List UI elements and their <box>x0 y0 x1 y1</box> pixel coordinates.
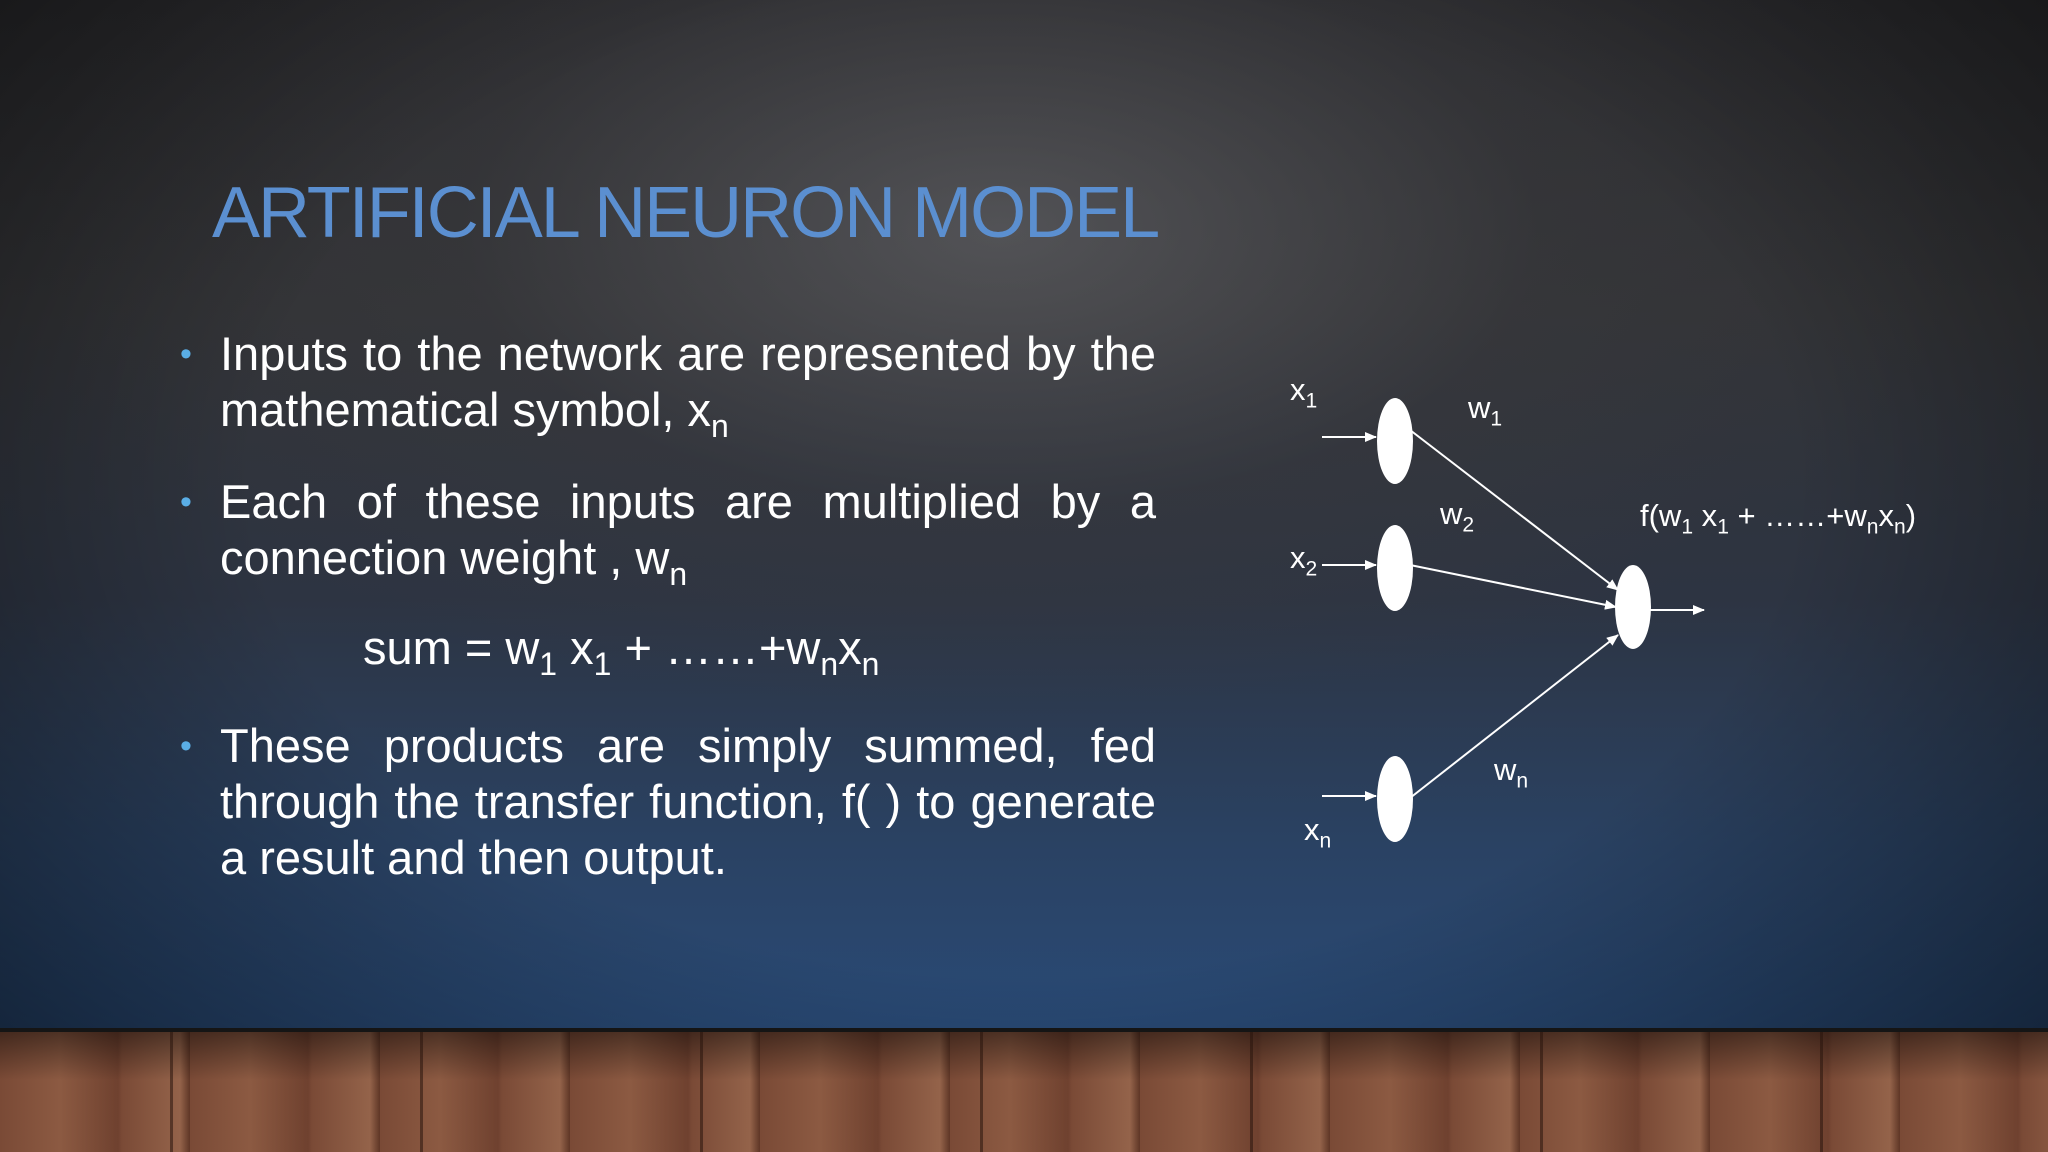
connection-w2 <box>1409 564 1617 610</box>
subscript: 1 <box>593 646 612 683</box>
bullet-line-text: connection weight , w <box>220 531 670 584</box>
subscript: n <box>1319 829 1332 853</box>
input-label-xn: xn <box>1304 812 1331 851</box>
bullet-text: Each of these inputs are multiplied by a… <box>220 474 1156 590</box>
bullet-line: Inputs to the network are represented by… <box>220 326 1156 382</box>
output-node <box>1615 565 1651 649</box>
formula-part: x <box>557 621 594 674</box>
subscript: 1 <box>539 646 558 683</box>
label-part: ) <box>1905 498 1917 533</box>
label-part: f(w <box>1640 498 1682 533</box>
bullet-text: Inputs to the network are represented by… <box>220 326 1156 442</box>
subscript: n <box>820 646 839 683</box>
subscript: n <box>1866 515 1879 539</box>
subscript: n <box>1516 769 1529 793</box>
subscript: 1 <box>1681 515 1694 539</box>
label-base: w <box>1494 752 1517 787</box>
formula-part: x <box>838 621 862 674</box>
label-part: x <box>1878 498 1894 533</box>
floor-plank-seam <box>420 1032 423 1152</box>
subscript: n <box>711 408 729 445</box>
output-function-label: f(w1 x1 + ……+wnxn) <box>1640 498 1917 537</box>
connection-wn <box>1409 634 1619 799</box>
label-base: x <box>1290 540 1306 575</box>
bullet-line: a result and then output. <box>220 830 1156 886</box>
floor-plank-seam <box>1540 1032 1543 1152</box>
label-part: + ……+w <box>1728 498 1867 533</box>
bullet-line-text: Inputs to the network are represented by… <box>220 327 1156 380</box>
bullet-line: through the transfer function, f( ) to g… <box>220 774 1156 830</box>
subscript: n <box>861 646 880 683</box>
input-node-n <box>1377 756 1413 842</box>
label-base: w <box>1440 496 1463 531</box>
subscript: n <box>669 556 688 593</box>
label-base: x <box>1304 812 1320 847</box>
stage-floor-edge <box>0 1028 2048 1032</box>
subscript: 2 <box>1462 513 1475 537</box>
floor-plank-seam <box>1820 1032 1823 1152</box>
input-node-2 <box>1377 525 1413 611</box>
floor-plank-seam <box>1250 1032 1253 1152</box>
floor-plank-seam <box>980 1032 983 1152</box>
bullet-line: These products are simply summed, fed <box>220 718 1156 774</box>
bullet-dot-icon: • <box>180 483 192 521</box>
formula-part: sum = w <box>363 621 540 674</box>
input-label-x2: x2 <box>1290 540 1317 579</box>
input-node-1 <box>1377 398 1413 484</box>
floor-plank-seam <box>170 1032 173 1152</box>
weight-label-w1: w1 <box>1468 390 1502 429</box>
wooden-floor <box>0 1032 2048 1152</box>
bullet-line-text: through the transfer function, f( ) to g… <box>220 775 1156 828</box>
connection-w1 <box>1409 429 1619 591</box>
bullet-line-text: These products are simply summed, fed <box>220 719 1156 772</box>
input-label-x1: x1 <box>1290 372 1317 411</box>
bullet-dot-icon: • <box>180 727 192 765</box>
bullet-line-text: mathematical symbol, x <box>220 383 712 436</box>
subscript: n <box>1893 515 1906 539</box>
label-base: x <box>1290 372 1306 407</box>
bullet-line: Each of these inputs are multiplied by a <box>220 474 1156 530</box>
weight-label-wn: wn <box>1494 752 1528 791</box>
subscript: 2 <box>1305 557 1318 581</box>
bullet-line: mathematical symbol, xn <box>220 382 1156 442</box>
neuron-diagram-svg <box>1322 398 1705 842</box>
label-base: w <box>1468 390 1491 425</box>
bullet-line-text: Each of these inputs are multiplied by a <box>220 475 1156 528</box>
neuron-diagram: x1 x2 xn w1 w2 wn f(w1 x1 + ……+wnxn) <box>1260 360 1960 880</box>
subscript: 1 <box>1305 389 1318 413</box>
bullet-dot-icon: • <box>180 335 192 373</box>
formula-part: + ……+w <box>611 621 821 674</box>
floor-plank-seam <box>700 1032 703 1152</box>
slide-title: Artificial Neuron Model <box>212 173 1160 253</box>
subscript: 1 <box>1490 407 1503 431</box>
subscript: 1 <box>1717 515 1729 539</box>
bullet-text: These products are simply summed, fed th… <box>220 718 1156 886</box>
label-part: x <box>1693 498 1718 533</box>
sum-formula: sum = w1 x1 + ……+wnxn <box>363 620 879 680</box>
weight-label-w2: w2 <box>1440 496 1474 535</box>
bullet-line-text: a result and then output. <box>220 831 727 884</box>
bullet-line: connection weight , wn <box>220 530 1156 590</box>
